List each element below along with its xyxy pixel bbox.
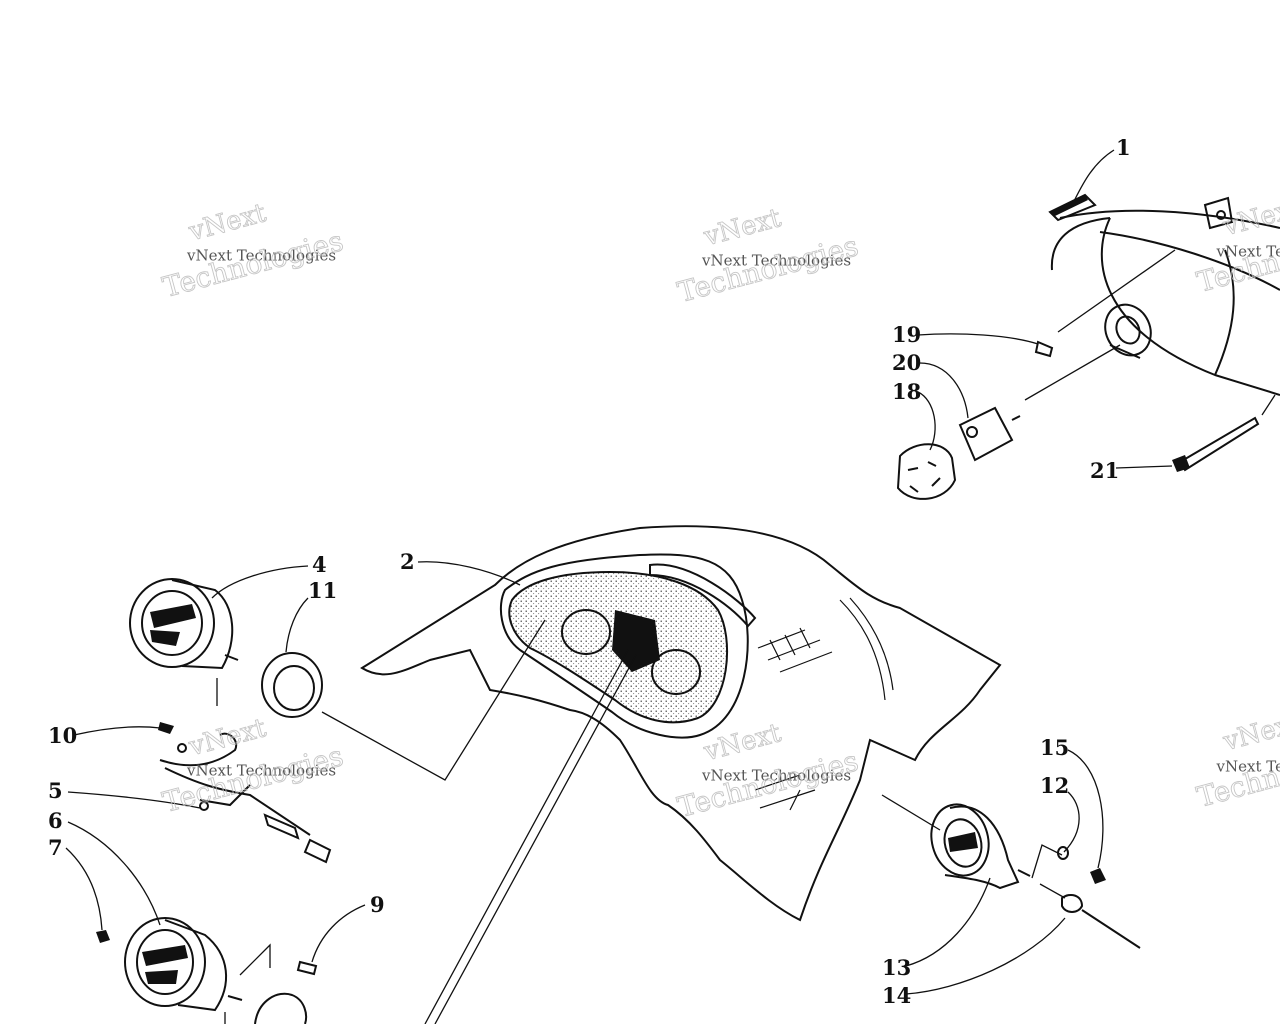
tach-ring xyxy=(261,652,323,718)
svg-text:vNext: vNext xyxy=(185,198,270,248)
leader-console-gauge-right xyxy=(881,794,941,831)
svg-text:21: 21 xyxy=(1090,458,1119,483)
svg-text:14: 14 xyxy=(882,983,911,1008)
svg-text:vNext: vNext xyxy=(1219,708,1280,758)
svg-text:vNext Technologies: vNext Technologies xyxy=(701,252,851,270)
svg-text:13: 13 xyxy=(882,955,911,980)
speedo-ring xyxy=(254,992,308,1024)
svg-text:10: 10 xyxy=(48,723,77,748)
svg-text:4: 4 xyxy=(312,552,327,577)
callout-6: 6 xyxy=(48,808,161,926)
svg-text:19: 19 xyxy=(892,322,921,347)
svg-text:vNext Technologies: vNext Technologies xyxy=(186,762,336,780)
tachometer xyxy=(129,578,239,670)
svg-text:6: 6 xyxy=(48,808,63,833)
hood-console xyxy=(360,525,1002,922)
wiring-harness xyxy=(158,722,332,864)
callout-2: 2 xyxy=(400,549,521,586)
callout-5: 5 xyxy=(48,778,201,809)
headlight-assembly xyxy=(1048,193,1280,396)
callout-20: 20 xyxy=(892,350,969,419)
svg-text:7: 7 xyxy=(48,835,63,860)
speedometer xyxy=(96,917,243,1012)
svg-text:vNext: vNext xyxy=(700,718,785,768)
callout-9: 9 xyxy=(311,892,385,963)
cable-drive-gauge xyxy=(930,803,1031,890)
leader-console-16b xyxy=(434,654,637,1024)
svg-text:vNext: vNext xyxy=(700,203,785,253)
svg-text:9: 9 xyxy=(370,892,385,917)
callout-4: 4 xyxy=(211,552,327,599)
watermark: vNext vNext Technologies Technologies vN… xyxy=(159,192,1280,824)
svg-text:12: 12 xyxy=(1040,773,1069,798)
svg-text:18: 18 xyxy=(892,379,921,404)
callout-19: 19 xyxy=(892,322,1039,347)
callout-12: 12 xyxy=(1040,773,1080,853)
callout-18: 18 xyxy=(892,379,936,451)
svg-text:11: 11 xyxy=(308,578,337,603)
svg-text:vNext Technologies: vNext Technologies xyxy=(701,767,851,785)
svg-text:20: 20 xyxy=(892,350,921,375)
headlight-knob xyxy=(896,443,957,500)
svg-text:2: 2 xyxy=(400,549,415,574)
callout-13: 13 xyxy=(882,877,991,980)
callout-14: 14 xyxy=(882,917,1066,1008)
callout-1: 1 xyxy=(1071,135,1131,206)
leader-console-16 xyxy=(424,649,629,1024)
svg-text:15: 15 xyxy=(1040,735,1069,760)
headlight-switch xyxy=(958,344,1121,462)
callout-21: 21 xyxy=(1090,458,1173,483)
callout-10: 10 xyxy=(48,723,161,748)
svg-text:1: 1 xyxy=(1116,135,1131,160)
svg-text:vNext Technologies: vNext Technologies xyxy=(1216,758,1280,776)
cable-fittings xyxy=(1031,844,1141,949)
headlight-screw xyxy=(1172,394,1276,472)
leader-console-tach xyxy=(321,619,546,781)
callout-7: 7 xyxy=(48,835,103,931)
speedo-bulb xyxy=(296,960,318,976)
callout-15: 15 xyxy=(1040,735,1104,869)
headlight-bolt xyxy=(1034,249,1176,358)
callout-11: 11 xyxy=(285,578,337,653)
svg-text:vNext Technologies: vNext Technologies xyxy=(1216,243,1280,261)
svg-text:5: 5 xyxy=(48,778,63,803)
svg-text:vNext Technologies: vNext Technologies xyxy=(186,247,336,265)
